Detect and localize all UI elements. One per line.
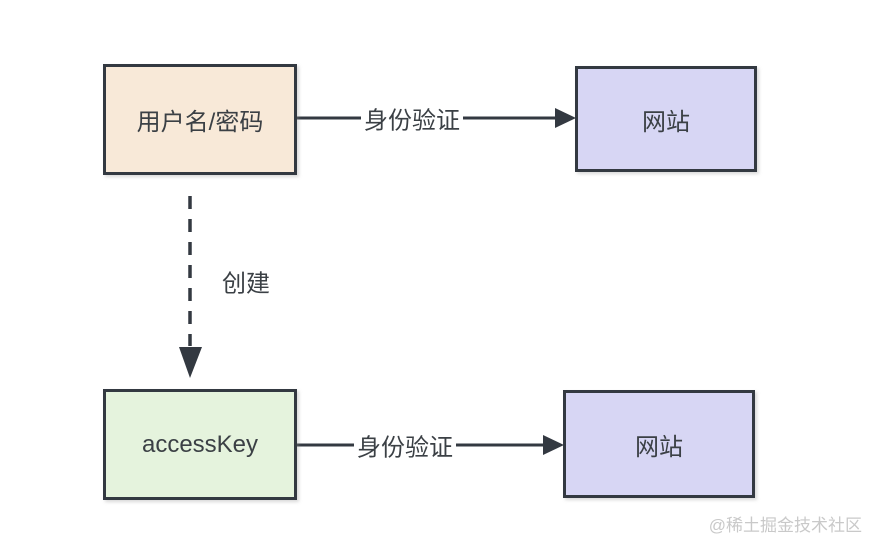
edge-label-auth-top: 身份验证: [361, 100, 463, 136]
node-website-top-label: 网站: [642, 108, 690, 136]
node-username-password: 用户名/密码: [103, 64, 297, 175]
node-username-password-label: 用户名/密码: [136, 109, 264, 136]
node-website-bottom-label: 网站: [635, 433, 683, 461]
node-website-top: 网站: [575, 66, 757, 172]
node-access-key: accessKey: [103, 389, 297, 500]
edge-label-create: 创建: [222, 270, 270, 298]
node-access-key-label: accessKey: [141, 430, 259, 458]
create-arrow-dashed: [179, 196, 202, 378]
edge-label-auth-bottom: 身份验证: [354, 427, 456, 463]
node-website-bottom: 网站: [563, 390, 755, 498]
watermark: @稀土掘金技术社区: [708, 516, 862, 535]
